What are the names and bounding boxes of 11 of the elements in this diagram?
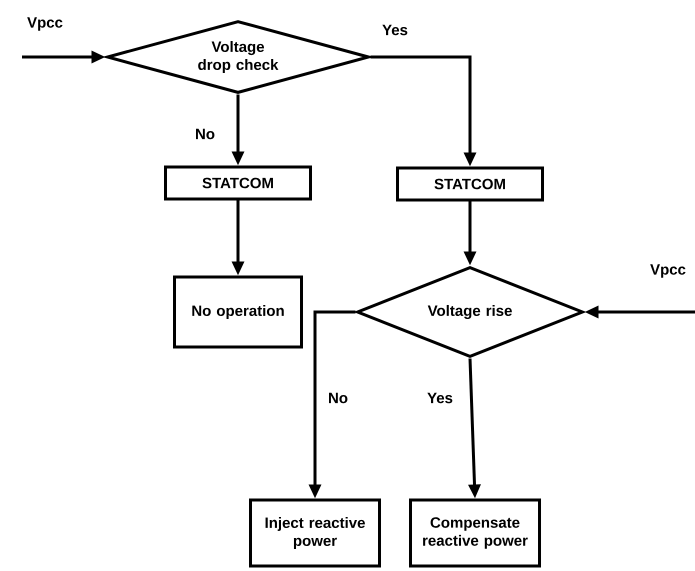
process-box: STATCOM: [164, 166, 312, 200]
process-box: No operation: [173, 276, 303, 348]
edge-label: No: [327, 392, 349, 404]
edge-label: Vpcc: [649, 263, 687, 279]
process-box: Compensate reactive power: [409, 498, 541, 568]
edge-label: Vpcc: [26, 16, 64, 32]
edge-label: Yes: [381, 24, 409, 36]
edge-label: No: [194, 128, 216, 140]
process-box: Inject reactive power: [249, 498, 381, 568]
edge-label: Yes: [426, 392, 454, 404]
process-box: STATCOM: [396, 166, 544, 202]
